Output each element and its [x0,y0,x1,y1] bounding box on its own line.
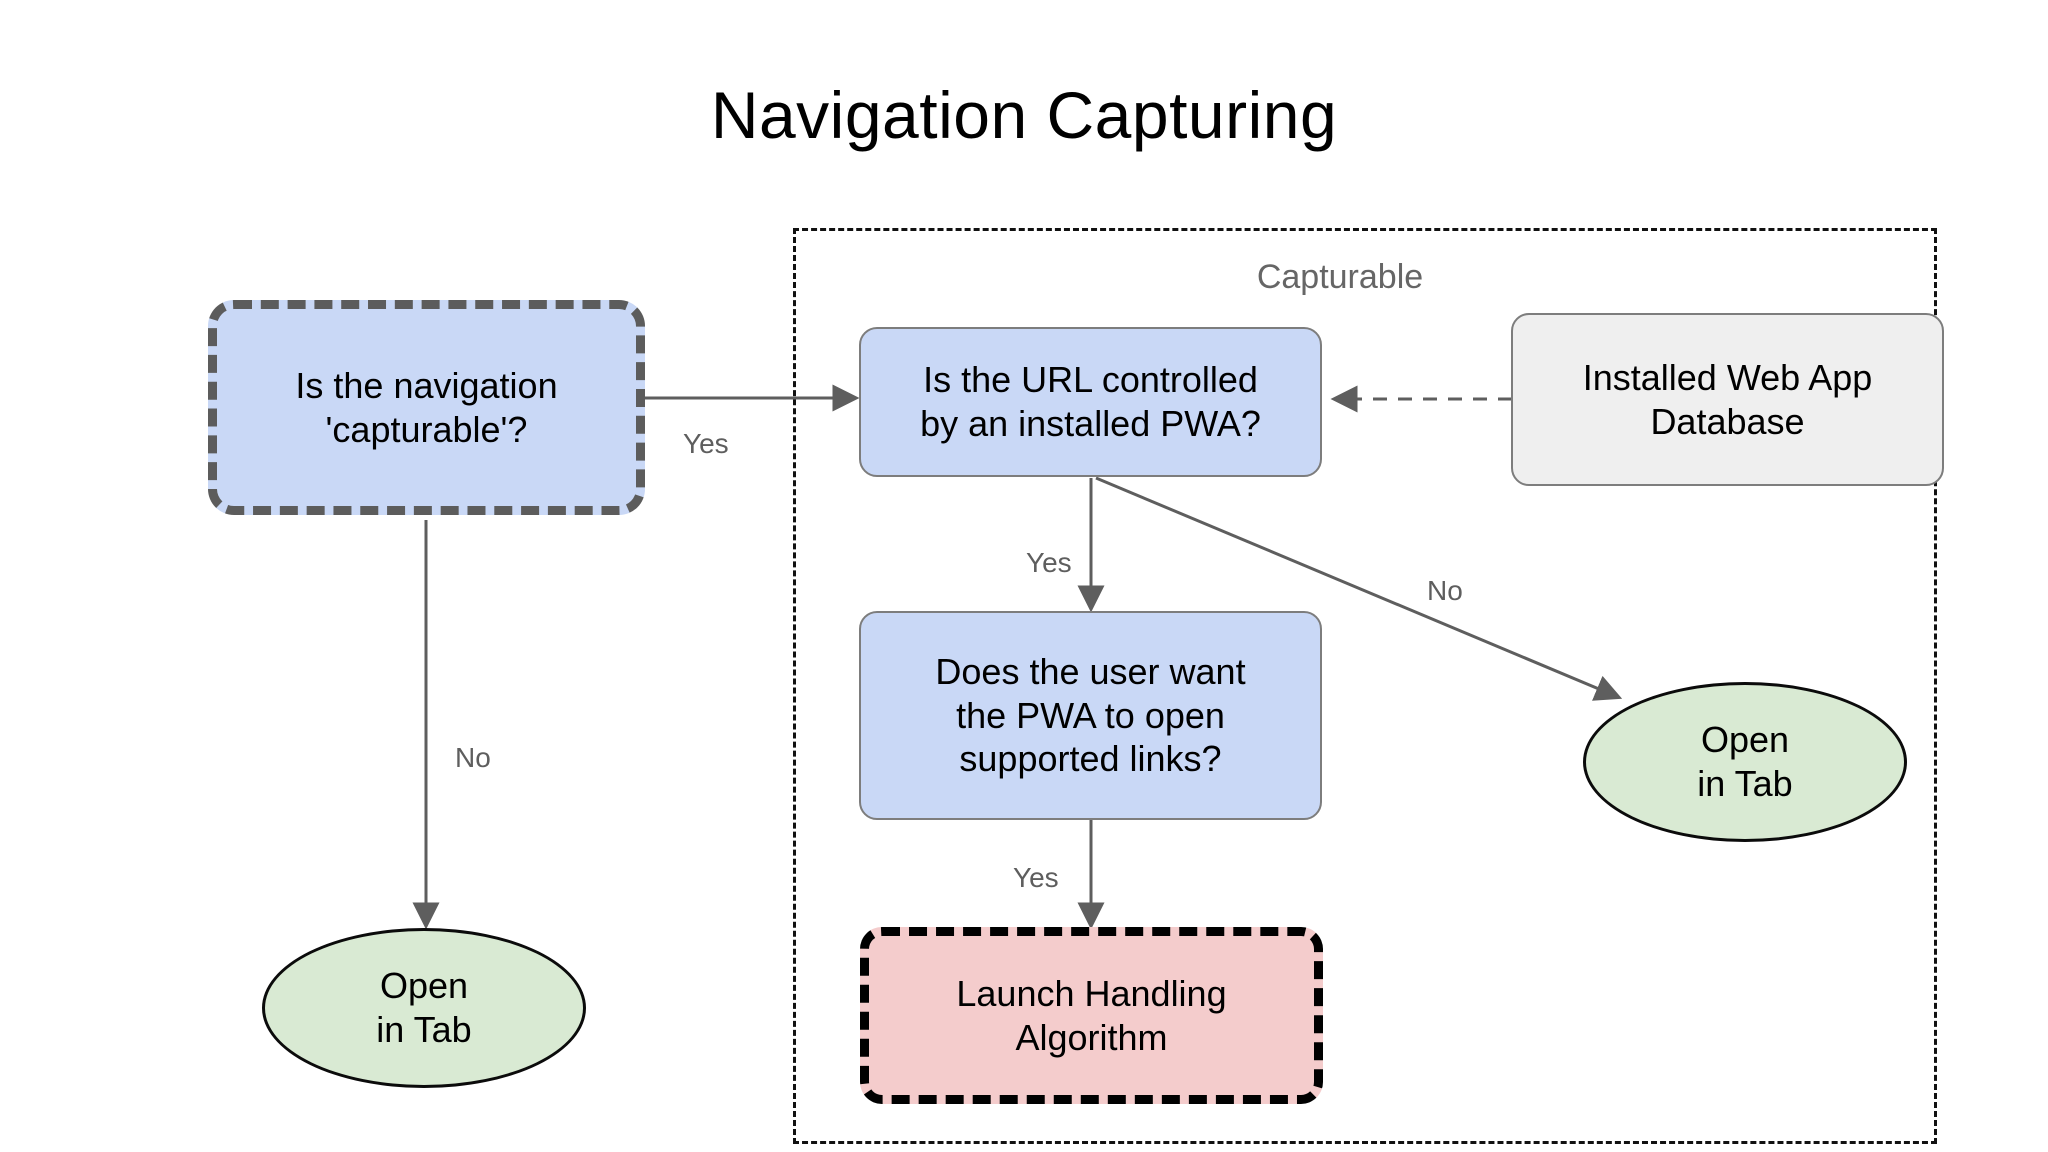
node-installed-web-app-database[interactable]: Installed Web App Database [1511,313,1944,486]
capturable-group-box [793,228,1937,1144]
node-open-in-tab-left[interactable]: Open in Tab [262,928,586,1088]
node-launch-handling-algorithm[interactable]: Launch Handling Algorithm [860,927,1323,1104]
edge-label-user-yes: Yes [1013,862,1059,893]
node-does-user-want-pwa-open-links[interactable]: Does the user want the PWA to open suppo… [859,611,1322,820]
node-is-url-controlled[interactable]: Is the URL controlled by an installed PW… [859,327,1322,477]
edge-label-capturable-yes: Yes [683,428,729,459]
node-open-in-tab-right[interactable]: Open in Tab [1583,682,1907,842]
edge-label-capturable-no: No [455,742,491,773]
page-title: Navigation Capturing [710,78,1338,152]
capturable-group-label: Capturable [1256,258,1424,296]
edge-label-url-no: No [1427,575,1463,606]
node-is-navigation-capturable[interactable]: Is the navigation 'capturable'? [208,300,645,515]
edge-label-url-yes: Yes [1026,547,1072,578]
